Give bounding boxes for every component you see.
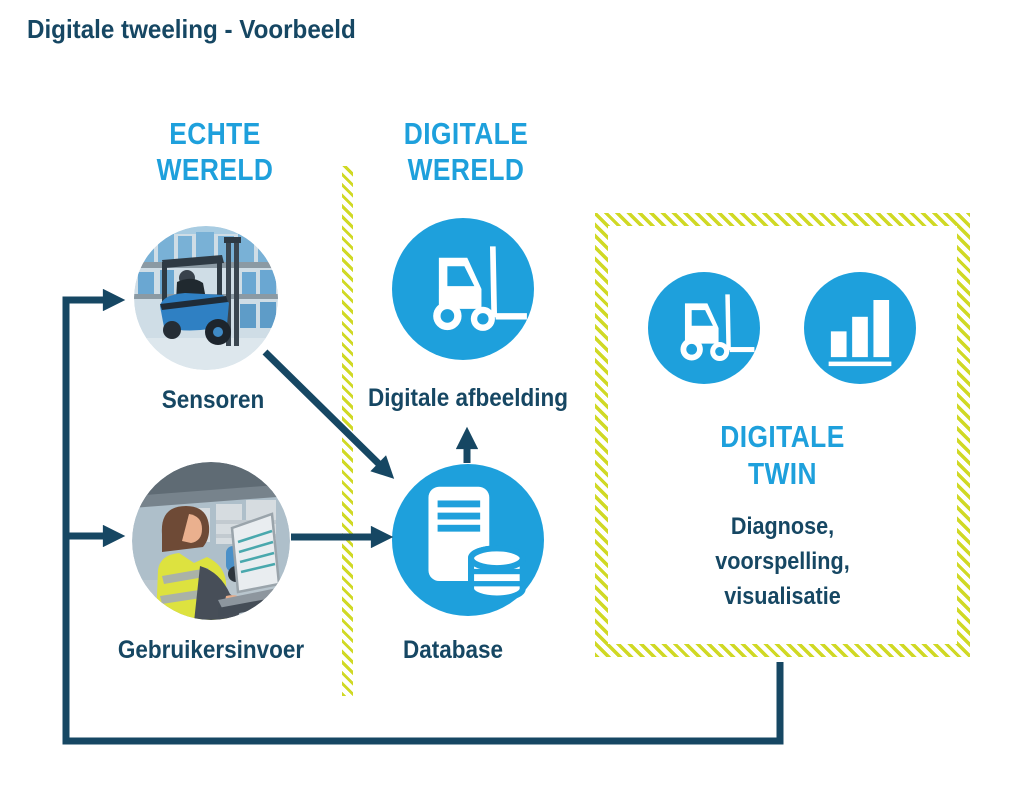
heading-echte-line1: ECHTE — [169, 116, 261, 151]
database-label: Database — [402, 636, 504, 664]
bar-chart-icon — [804, 272, 916, 384]
forklift-icon — [392, 218, 534, 360]
gebruikersinvoer-label: Gebruikersinvoer — [117, 636, 305, 664]
digitale-afbeelding-node — [392, 218, 534, 360]
forklift-icon — [648, 272, 760, 384]
digital-twin-heading: DIGITALE TWIN — [634, 418, 931, 492]
heading-digitale-line2: WERELD — [407, 152, 525, 187]
heading-digitale-wereld: DIGITALE WERELD — [373, 116, 560, 188]
world-divider — [342, 166, 353, 696]
digital-twin-box-inner: DIGITALE TWIN Diagnose, voorspelling, vi… — [608, 226, 957, 644]
twin-chart-node — [804, 272, 916, 384]
sensoren-photo — [134, 226, 278, 370]
forklift-warehouse-photo — [134, 226, 278, 370]
digital-twin-heading-line1: DIGITALE — [720, 419, 845, 454]
heading-echte-wereld: ECHTE WERELD — [122, 116, 309, 188]
digitale-afbeelding-label: Digitale afbeelding — [367, 384, 569, 412]
heading-digitale-line1: DIGITALE — [403, 116, 529, 151]
database-icon — [392, 464, 544, 616]
database-node — [392, 464, 544, 616]
digital-twin-heading-line2: TWIN — [747, 456, 818, 491]
heading-echte-line2: WERELD — [156, 152, 274, 187]
twin-forklift-node — [648, 272, 760, 384]
page-title: Digitale tweeling - Voorbeeld — [27, 14, 356, 44]
sensoren-label: Sensoren — [161, 386, 265, 414]
digital-twin-description: Diagnose, voorspelling, visualisatie — [625, 509, 939, 614]
gebruikersinvoer-photo — [132, 462, 290, 620]
twin-desc-line2: voorspelling, — [715, 548, 850, 575]
twin-desc-line1: Diagnose, — [730, 513, 835, 540]
operator-laptop-photo — [132, 462, 290, 620]
twin-desc-line3: visualisatie — [724, 583, 841, 610]
digital-twin-box: DIGITALE TWIN Diagnose, voorspelling, vi… — [595, 213, 970, 657]
